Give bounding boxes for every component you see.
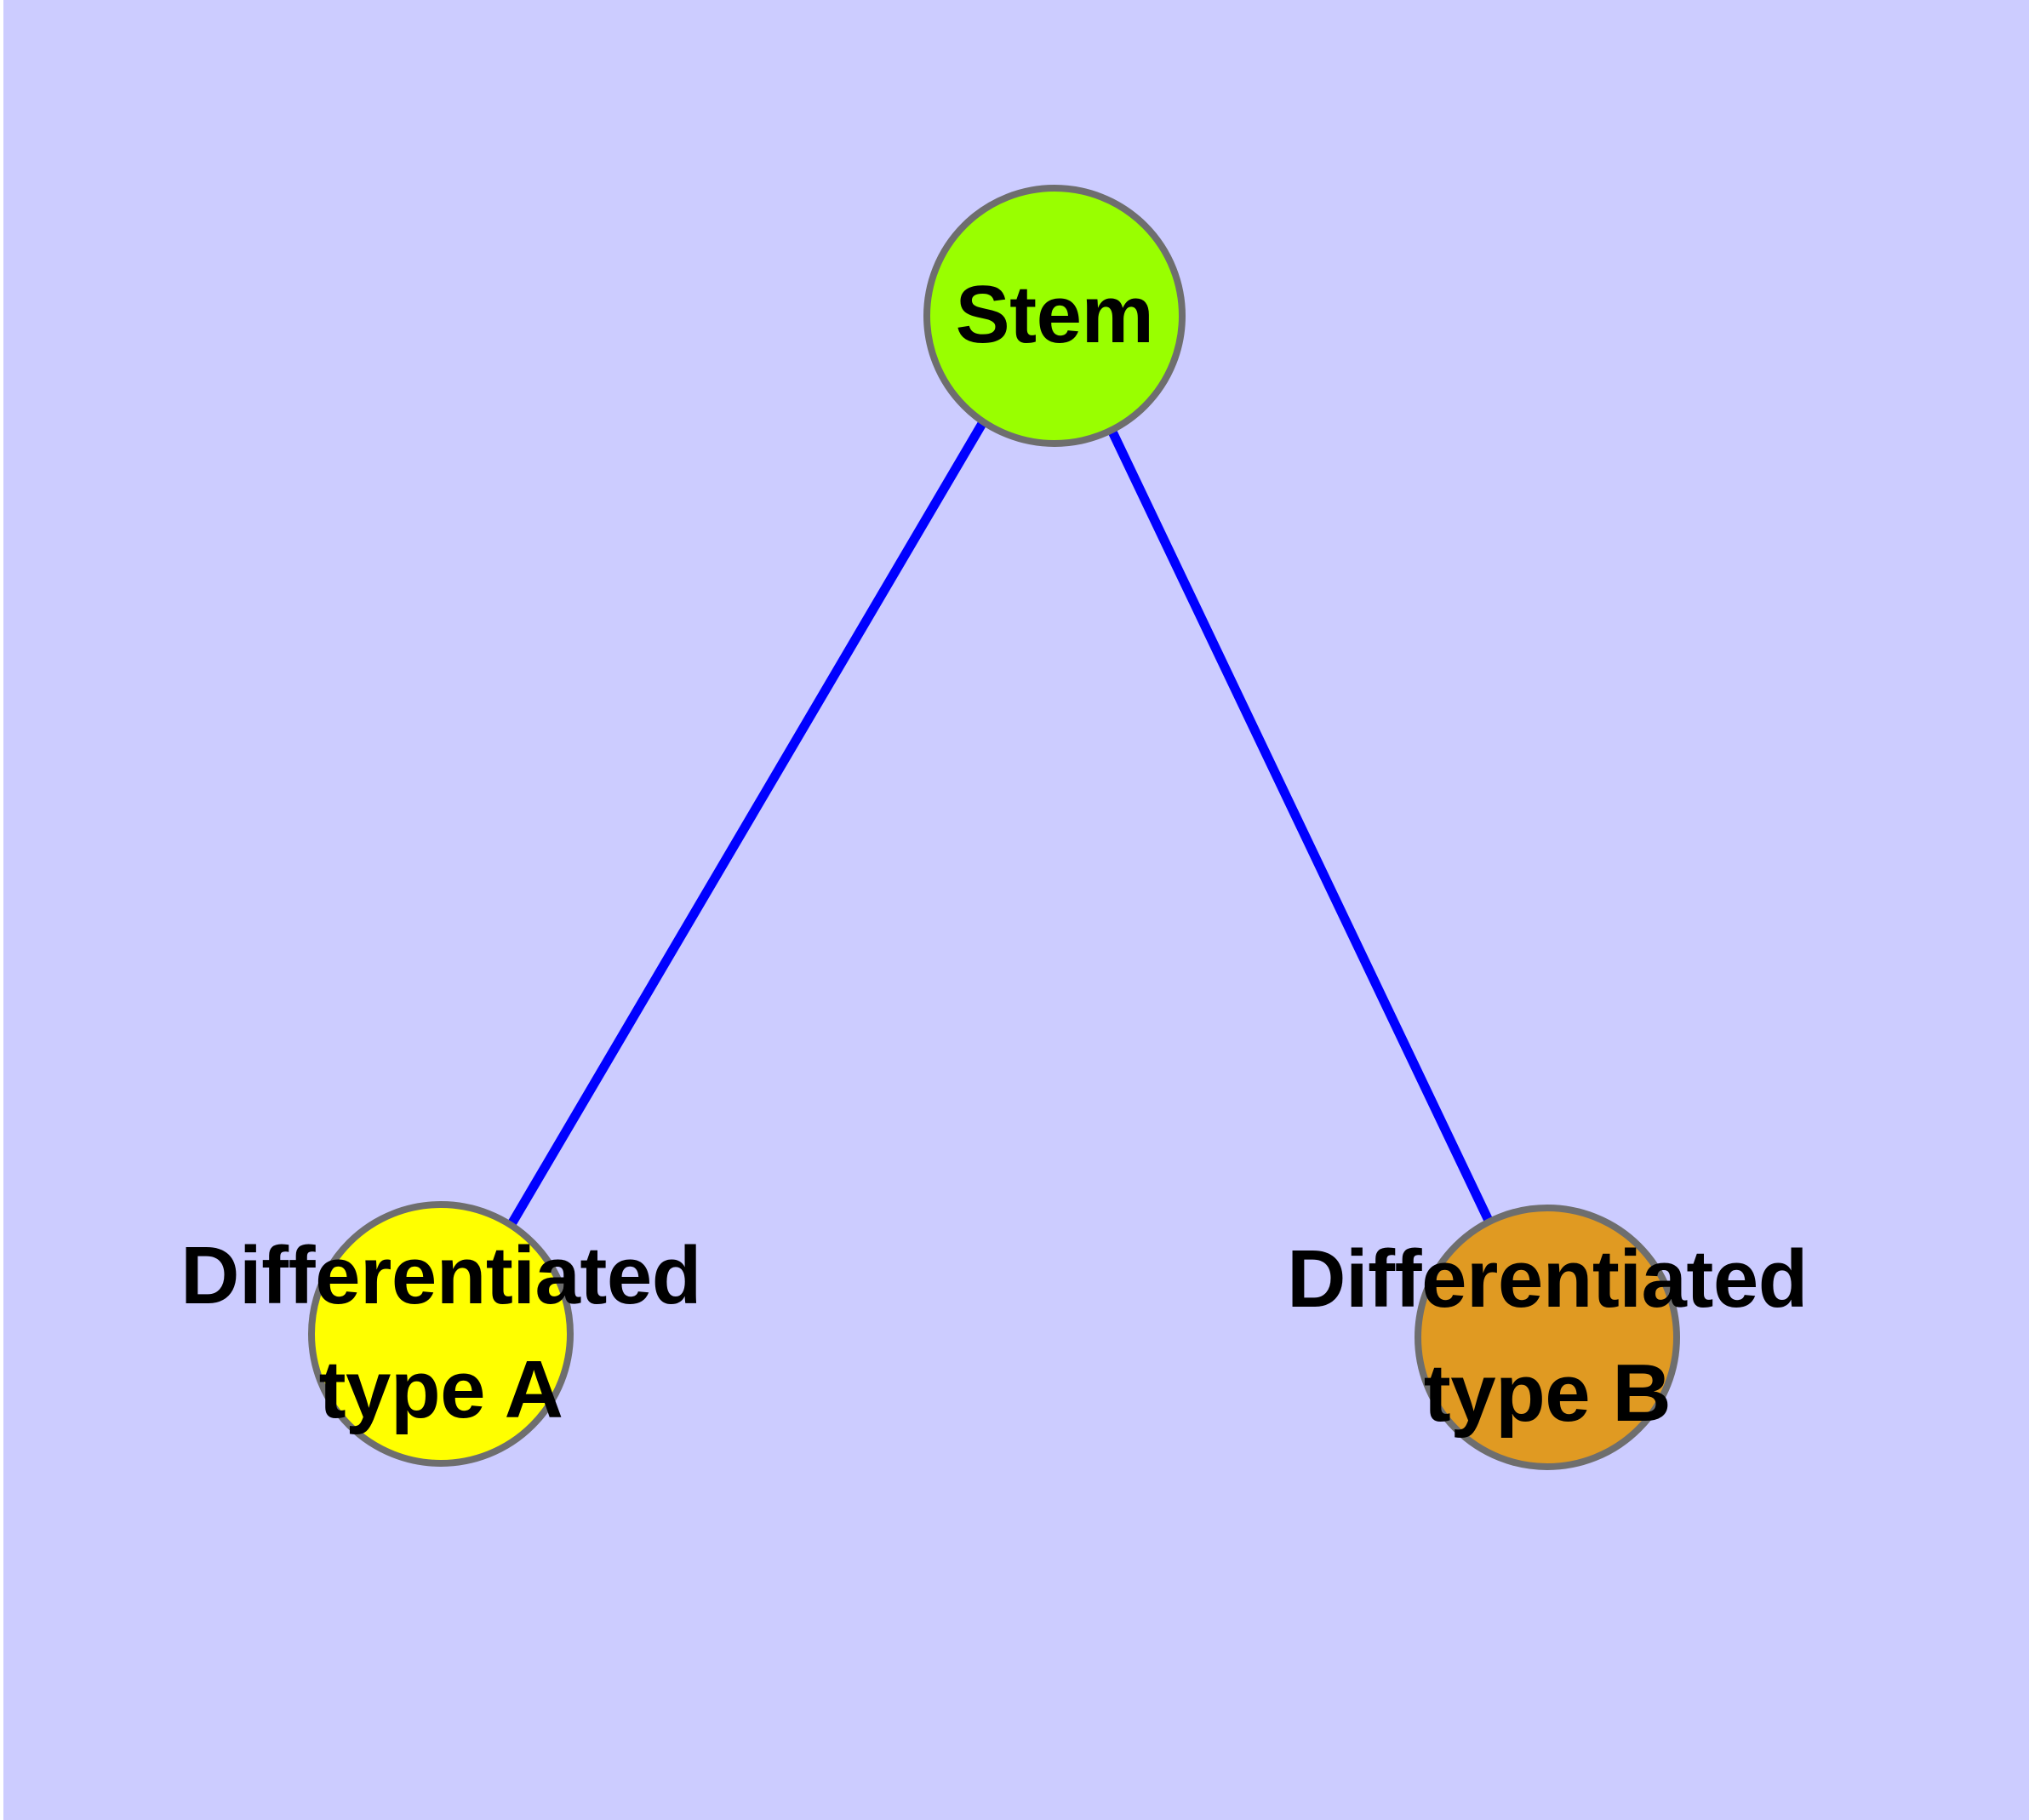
node-diff-b[interactable] [1415,1205,1680,1470]
node-stem[interactable] [923,185,1186,447]
edge-stem-to-diff-a[interactable] [507,420,987,1227]
node-layer [308,185,1680,1470]
edge-layer [507,420,1495,1228]
node-diff-a[interactable] [308,1201,574,1467]
edge-stem-to-diff-b[interactable] [1107,427,1495,1228]
